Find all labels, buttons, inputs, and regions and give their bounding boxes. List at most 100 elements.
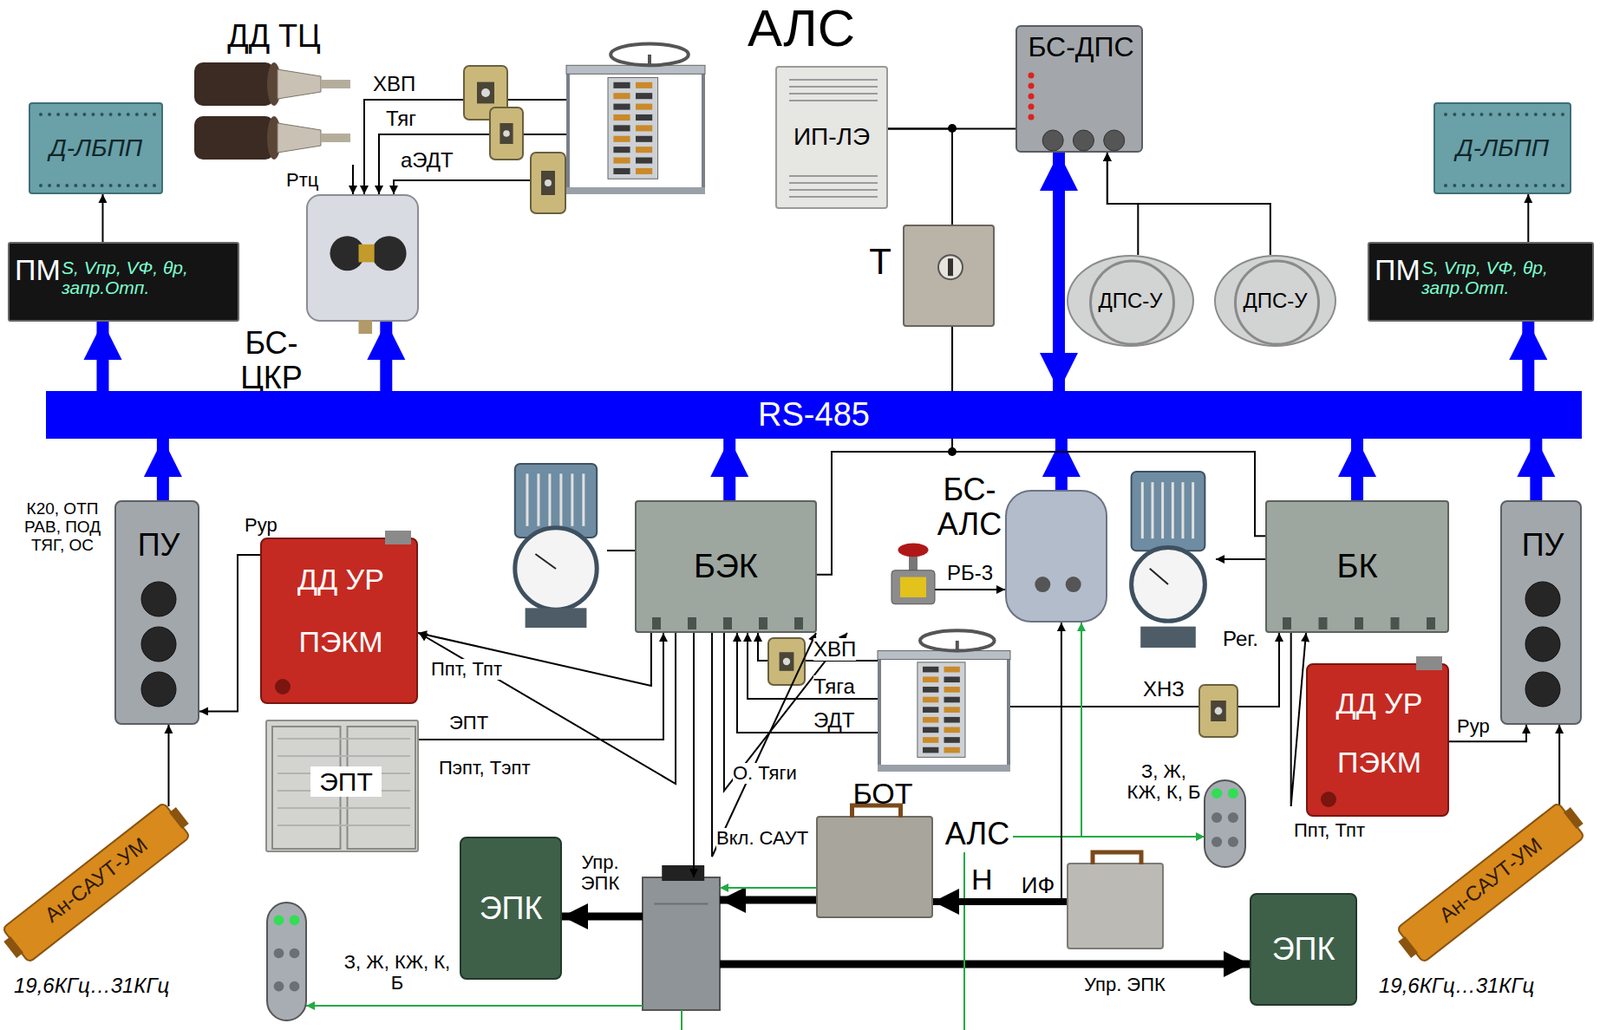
gauge-dial	[515, 528, 597, 610]
controller-drum	[917, 662, 966, 758]
signal-lamp	[1211, 788, 1222, 799]
connector-pin	[1391, 617, 1400, 630]
vent-dot	[126, 112, 131, 117]
device-name: БС-ДПС	[1017, 32, 1145, 63]
controller-contact	[635, 104, 653, 111]
controller-contact	[944, 717, 960, 724]
device-name: Д-ЛБПП	[1456, 135, 1549, 163]
signal-label: ЭПТ	[449, 712, 489, 734]
connector-pin	[652, 617, 661, 630]
signal-label: Рег.	[1222, 627, 1259, 651]
signal-label: РБ-3	[946, 561, 993, 585]
vent-dot	[56, 183, 60, 188]
switch-body	[768, 638, 805, 686]
vent-dot	[39, 183, 43, 188]
vent-dot	[109, 183, 113, 188]
switch-lever-base	[1210, 700, 1227, 722]
device-name: ЭПК	[1272, 932, 1336, 967]
device-box: Т	[902, 224, 995, 327]
bus-band: RS-485	[45, 391, 1582, 439]
vent-dot	[117, 112, 122, 117]
device-name: RS-485	[757, 397, 870, 434]
device-name: ПМ	[14, 254, 61, 287]
device-name: ДД УР	[261, 563, 420, 596]
vent-slot	[789, 175, 878, 177]
signal-body	[1204, 780, 1246, 868]
connector	[101, 194, 104, 242]
panel-button	[141, 626, 177, 662]
vent-dot	[135, 112, 139, 117]
connector	[1061, 622, 1067, 902]
controller-contact	[613, 157, 630, 164]
signal-label: Рур	[1456, 716, 1490, 738]
signal-lamp	[289, 948, 301, 960]
device-name: ДД УР	[1307, 687, 1451, 720]
device-name: БС- ЦКР	[231, 326, 312, 395]
gauge-rod	[548, 473, 551, 526]
panel-button	[141, 581, 177, 617]
signal-label: Вкл. САУТ	[716, 828, 809, 849]
vent-dot	[1552, 112, 1556, 117]
antenna-end	[1397, 936, 1418, 959]
pressure-gauge	[515, 463, 597, 628]
controller-contact	[635, 157, 653, 164]
connector-socket	[372, 235, 407, 271]
controller-contact	[613, 114, 630, 121]
device-box: ДПС-У	[1214, 254, 1337, 347]
device-name: БОТ	[852, 777, 913, 810]
switch-lever-base	[476, 82, 495, 105]
vent-dot	[65, 183, 69, 188]
grill-line	[277, 755, 411, 758]
carry-handle	[1092, 852, 1142, 865]
signal-label: З, Ж, КЖ, К, Б	[336, 952, 458, 994]
device-box: БС- АЛС	[1005, 489, 1108, 623]
toggle-switch	[489, 107, 523, 160]
vent-dot	[1480, 112, 1484, 117]
antenna-end	[3, 936, 24, 959]
device-detail: S, Vпр, VФ, θр, запр.Отп.	[1421, 257, 1592, 298]
terminal	[359, 244, 375, 263]
bus-connector	[1521, 321, 1535, 392]
wire	[747, 633, 878, 699]
sensor-neck	[277, 69, 321, 99]
device-drawing	[817, 817, 935, 921]
vent-dot	[117, 183, 122, 188]
bus-connector	[1055, 438, 1068, 490]
signal-label: Ртц	[286, 169, 319, 191]
sensor-nozzle	[320, 79, 351, 89]
controller-contact	[635, 114, 653, 121]
switch-lever	[481, 88, 490, 98]
connector	[1107, 152, 1271, 255]
controller-contact	[944, 676, 960, 683]
signal-lamp	[1211, 836, 1222, 848]
controller-contact	[635, 168, 653, 175]
device-box: Ан-САУТ-УМ	[1397, 806, 1584, 960]
vent-dot	[1443, 183, 1448, 188]
controller-contact	[922, 666, 939, 673]
wire	[692, 633, 695, 878]
grill-line	[277, 807, 411, 810]
device-box: ЭПТ	[265, 719, 419, 853]
device-name: БС- АЛС	[933, 472, 1006, 542]
connector-socket	[1034, 576, 1051, 593]
panel-button	[1525, 672, 1561, 707]
antenna-end	[1563, 807, 1584, 830]
antenna-end	[169, 807, 190, 830]
connector-pin	[1282, 617, 1292, 630]
switch-lever	[1214, 707, 1223, 716]
vent-slot	[789, 182, 878, 184]
status-led	[1028, 114, 1035, 121]
vent-dot	[91, 112, 95, 117]
junction-dot	[947, 124, 957, 133]
controller-base	[877, 764, 1011, 772]
signal-lamp	[1227, 788, 1239, 799]
connector	[417, 633, 652, 686]
controller-contact	[635, 136, 653, 143]
gauge-rod	[1161, 482, 1164, 539]
signal-label: ХВП	[813, 638, 856, 661]
connector	[888, 129, 953, 225]
signal-label: ЭДТ	[813, 709, 855, 732]
vent-dot	[1560, 183, 1565, 188]
controller-shaft	[647, 54, 652, 67]
toggle-switch	[530, 152, 566, 214]
